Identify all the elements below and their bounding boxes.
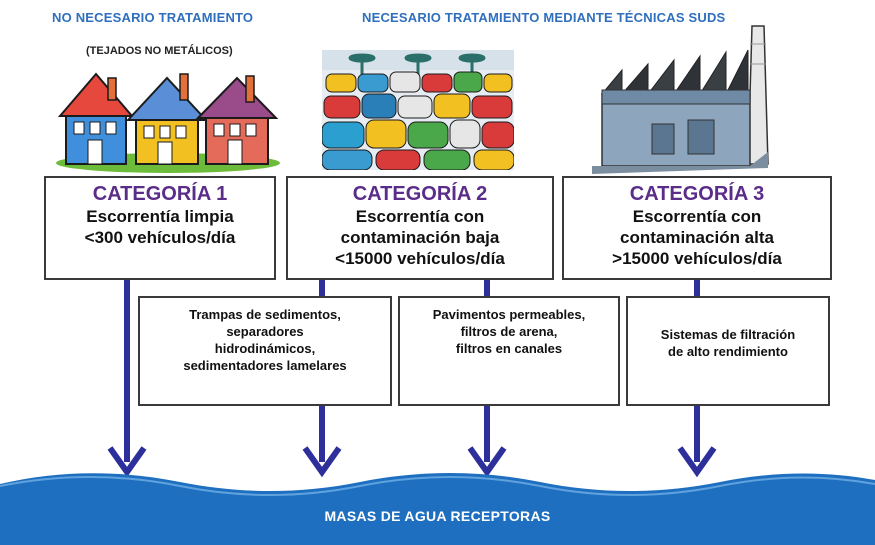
category-3-title: CATEGORÍA 3 xyxy=(629,183,765,205)
header-suds-treatment: NECESARIO TRATAMIENTO MEDIANTE TÉCNICAS … xyxy=(362,10,726,25)
water-band xyxy=(0,473,875,545)
category-3-box: CATEGORÍA 3 Escorrentía con contaminació… xyxy=(562,176,832,280)
houses-icon xyxy=(56,72,280,173)
category-1-description: Escorrentía limpia <300 vehículos/día xyxy=(84,207,236,247)
technique-box-2: Pavimentos permeables, filtros de arena,… xyxy=(398,296,620,406)
receiving-waters-label: MASAS DE AGUA RECEPTORAS xyxy=(324,508,551,524)
technique-box-3: Sistemas de filtración de alto rendimien… xyxy=(626,296,830,406)
header-no-treatment: NO NECESARIO TRATAMIENTO xyxy=(52,10,254,25)
parking-lot-icon xyxy=(322,50,514,170)
category-1-box: CATEGORÍA 1 Escorrentía limpia <300 vehí… xyxy=(44,176,276,280)
factory-icon xyxy=(592,25,769,174)
category-3-description: Escorrentía con contaminación alta >1500… xyxy=(612,207,782,268)
houses-subtitle: (TEJADOS NO METÁLICOS) xyxy=(86,45,233,57)
category-2-description: Escorrentía con contaminación baja <1500… xyxy=(335,207,505,268)
technique-box-1: Trampas de sedimentos, separadores hidro… xyxy=(138,296,392,406)
category-1-title: CATEGORÍA 1 xyxy=(92,183,228,205)
category-2-box: CATEGORÍA 2 Escorrentía con contaminació… xyxy=(286,176,554,280)
category-2-title: CATEGORÍA 2 xyxy=(352,183,488,205)
